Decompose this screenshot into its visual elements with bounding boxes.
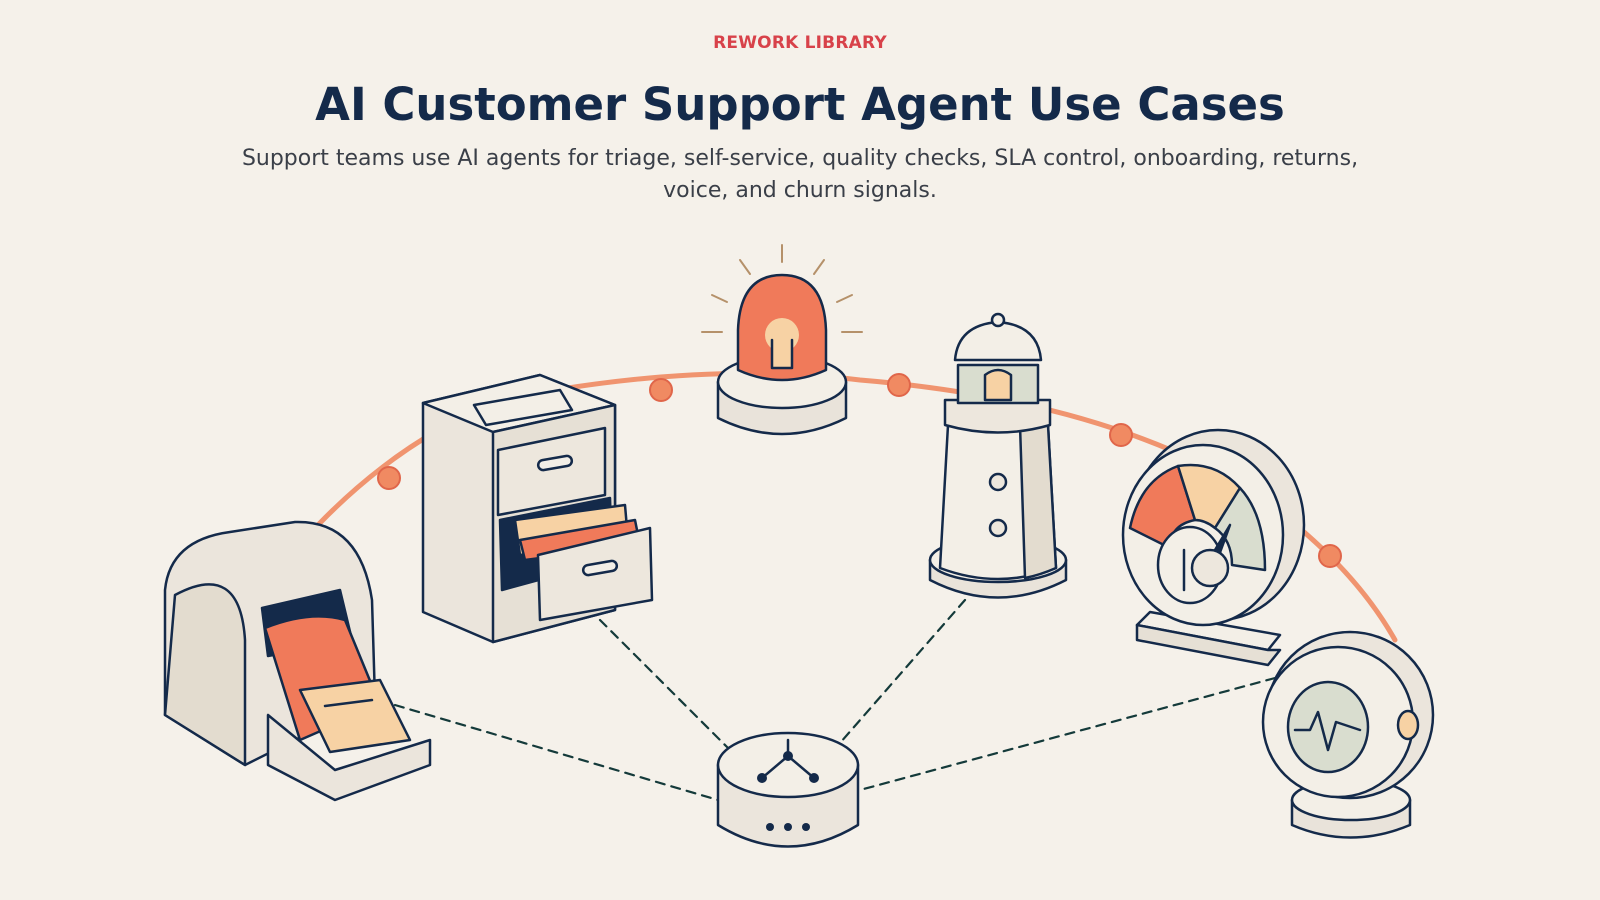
page-title: AI Customer Support Agent Use Cases xyxy=(315,78,1285,131)
page-subtitle: Support teams use AI agents for triage, … xyxy=(241,146,1359,203)
arc-dot xyxy=(649,378,673,402)
arc-dots xyxy=(377,373,1342,568)
filing-cabinet-icon xyxy=(421,373,654,644)
arc-dot xyxy=(1109,423,1133,447)
sentiment-gauge-icon xyxy=(1121,428,1306,667)
alarm-siren-icon xyxy=(701,244,863,436)
arc-dot xyxy=(1318,544,1342,568)
health-monitor-icon xyxy=(1261,630,1435,839)
arc-dot xyxy=(377,466,401,490)
hub-connections xyxy=(393,598,1277,802)
network-hub-icon xyxy=(716,731,860,848)
arc-dot xyxy=(887,373,911,397)
ticket-printer-icon xyxy=(163,520,432,802)
eyebrow-label: REWORK LIBRARY xyxy=(713,33,887,53)
lighthouse-icon xyxy=(928,312,1068,599)
